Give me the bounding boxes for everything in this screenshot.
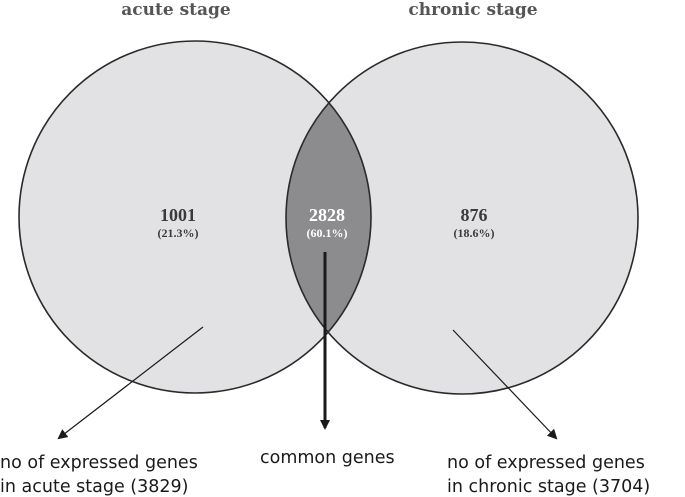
chronic-caption-line2: in chronic stage (3704) — [447, 477, 650, 497]
acute-stage-title: acute stage — [121, 0, 231, 20]
acute-caption-line1: no of expressed genes — [0, 453, 198, 473]
common-percent: (60.1%) — [307, 226, 348, 240]
chronic-only-count: 876 — [461, 205, 488, 225]
chronic-caption-line1: no of expressed genes — [447, 453, 645, 473]
chronic-only-percent: (18.6%) — [454, 226, 495, 240]
chronic-stage-title: chronic stage — [408, 0, 537, 20]
chronic-arrow — [452, 329, 558, 440]
acute-caption-line2: in acute stage (3829) — [0, 477, 188, 497]
acute-only-count: 1001 — [160, 205, 196, 225]
acute-only-percent: (21.3%) — [158, 226, 199, 240]
acute-stage-circle-outline — [18, 40, 372, 394]
chronic-stage-circle — [286, 42, 638, 394]
acute-arrow — [57, 326, 204, 440]
chronic-stage-circle-outline — [285, 41, 639, 395]
acute-stage-circle — [19, 41, 371, 393]
common-caption: common genes — [260, 448, 395, 468]
common-count: 2828 — [309, 205, 345, 225]
